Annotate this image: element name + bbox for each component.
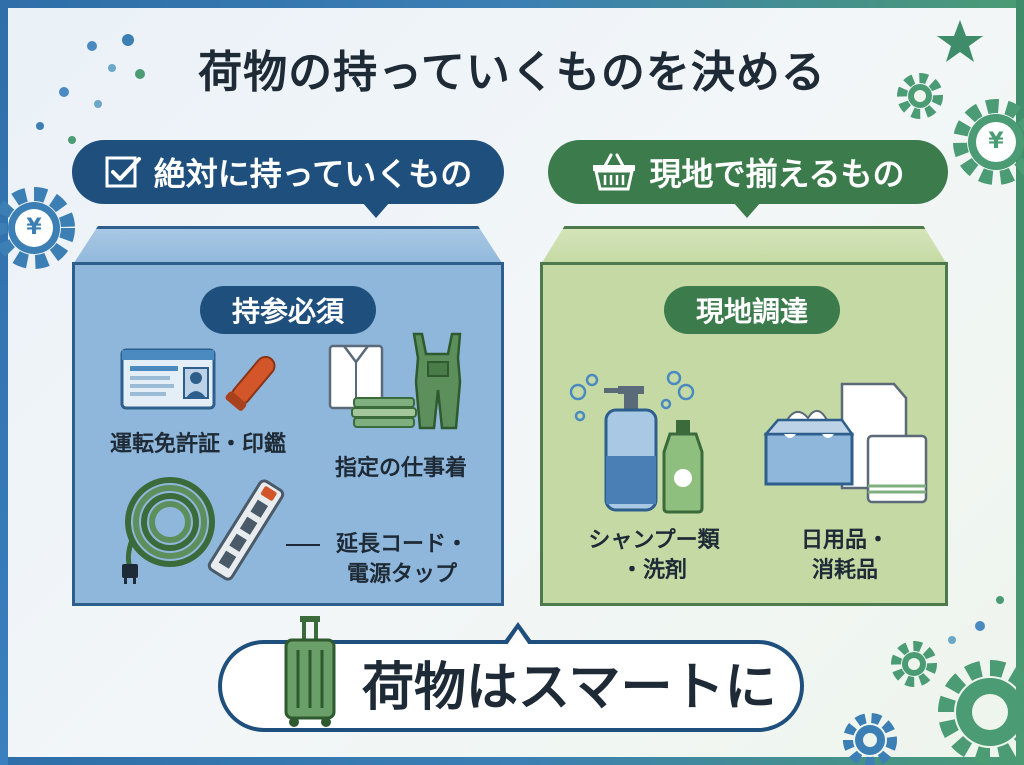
seal-stamp-icon (225, 355, 276, 411)
pump-bottle-icon (604, 386, 658, 512)
box-lid (72, 226, 504, 266)
shampoo-label-line1: シャンプー類 (588, 528, 720, 553)
must-bring-header: 絶対に持っていくもの (72, 140, 504, 218)
dot-icon (36, 122, 44, 130)
dot-icon (948, 636, 956, 644)
gear-icon (897, 73, 943, 119)
extension-cord-label: 延長コード・ 電源タップ (322, 530, 482, 590)
overalls-icon (412, 332, 462, 430)
shampoo-illustration (569, 370, 704, 514)
towel-icon (866, 434, 928, 504)
must-bring-header-text: 絶対に持っていくもの (153, 155, 473, 193)
frame-edge-left (0, 0, 8, 765)
license-and-seal-illustration (120, 348, 276, 411)
extension-cord-label-line1: 延長コード・ (335, 532, 468, 557)
buy-locally-tag: 現地調達 (664, 286, 840, 334)
detergent-bottle-icon (662, 420, 704, 514)
basket-icon (591, 152, 637, 192)
must-bring-tag: 持参必須 (200, 286, 376, 334)
shirt-icon (328, 344, 384, 410)
buy-locally-header: 現地で揃えるもの (548, 140, 948, 218)
dot-icon (975, 621, 985, 631)
frame-edge-right (1016, 0, 1024, 765)
frame-edge-top (0, 0, 1024, 8)
page-title: 荷物の持っていくものを決める (198, 47, 826, 98)
shampoo-label-line2: ・洗剤 (620, 558, 687, 583)
tissue-box-icon (763, 410, 855, 486)
conclusion-text: 荷物はスマートに (362, 658, 777, 718)
dot-icon (122, 34, 134, 46)
extension-cord-illustration (122, 477, 285, 584)
bubble-tail (362, 202, 390, 218)
extension-cord-label-line2: 電源タップ (346, 562, 457, 587)
folded-towel-icon (351, 397, 417, 428)
frame-edge-bottom (0, 757, 1024, 765)
dot-icon (94, 100, 102, 108)
conclusion-banner: 荷物はスマートに (218, 616, 804, 732)
daily-goods-label-line2: 消耗品 (811, 558, 878, 583)
checkbox-icon (104, 153, 142, 191)
banner-tail-inner (507, 629, 529, 645)
bubble-icon (569, 370, 695, 422)
daily-goods-label-line1: 日用品・ (800, 528, 889, 553)
yen-gear-icon (0, 187, 75, 269)
must-bring-box (72, 226, 504, 606)
bubble-tail (733, 202, 761, 218)
shampoo-label: シャンプー類 ・洗剤 (566, 526, 742, 586)
gear-icon (891, 641, 937, 687)
gear-icon (938, 660, 1024, 764)
yen-gear-icon (953, 99, 1024, 185)
gear-icon (843, 713, 897, 765)
power-strip-icon (207, 479, 285, 581)
license-seal-label: 運転免許証・印鑑 (109, 432, 286, 457)
dot-icon (87, 41, 97, 51)
workwear-illustration (328, 332, 462, 430)
dot-icon (996, 596, 1004, 604)
daily-goods-label: 日用品・ 消耗品 (770, 526, 920, 586)
yen-symbol: ¥ (988, 129, 1004, 154)
workwear-label: 指定の仕事着 (334, 456, 467, 481)
dot-icon (135, 69, 145, 79)
dot-icon (68, 136, 76, 144)
star-icon (937, 20, 983, 62)
yen-symbol: ¥ (26, 215, 42, 240)
id-card-icon (120, 348, 216, 410)
dot-icon (108, 64, 116, 72)
suitcase-icon (284, 616, 336, 727)
leader-line (286, 544, 320, 546)
buy-locally-header-text: 現地で揃えるもの (649, 155, 905, 193)
box-lid (540, 226, 948, 266)
coiled-cord-icon (122, 477, 215, 584)
dot-icon (59, 87, 69, 97)
daily-goods-illustration (763, 382, 928, 504)
